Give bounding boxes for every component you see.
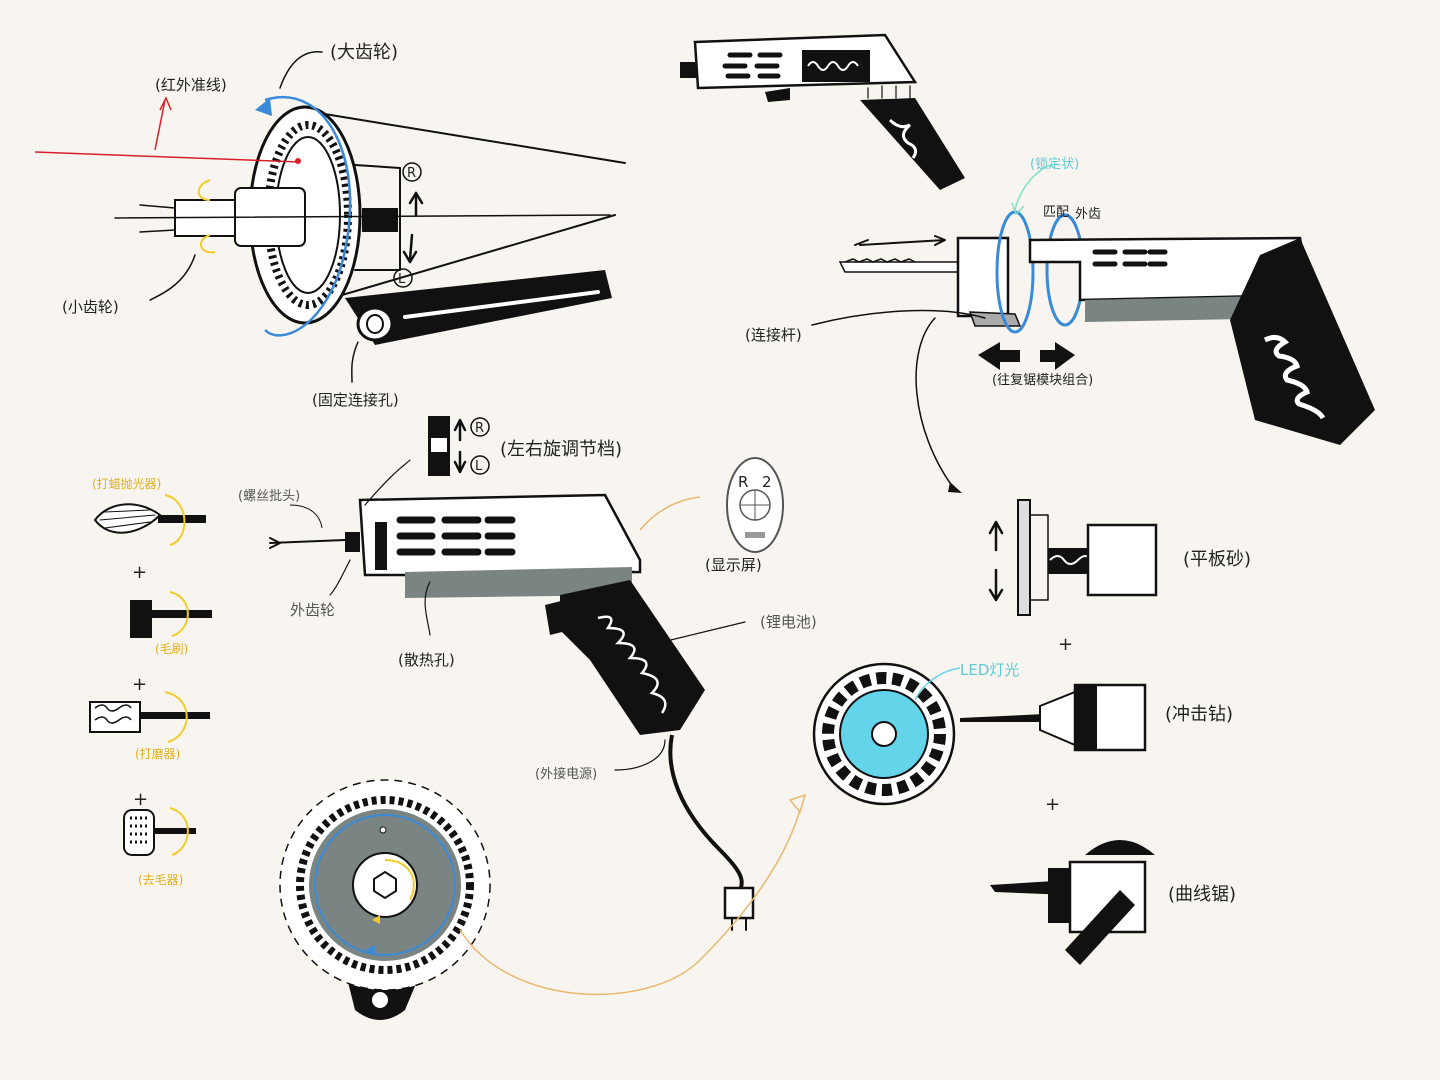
jigsaw-handle <box>1065 890 1135 965</box>
label-lock: (锁定状) <box>1030 156 1079 172</box>
jigsaw-module <box>990 840 1155 965</box>
main-drill-drawing: R L <box>269 416 755 931</box>
label-module-combo: (往复锯模块组合) <box>992 373 1093 388</box>
label-led: LED灯光 <box>960 661 1019 679</box>
label-impact-drill: (冲击钻) <box>1165 704 1233 725</box>
polisher-head <box>93 503 162 534</box>
deburr-head <box>123 809 155 856</box>
gear-switch-slider <box>362 208 398 232</box>
label-link-rod: (连接杆) <box>745 326 802 344</box>
label-jigsaw: (曲线锯) <box>1168 884 1236 905</box>
orange-link-arrow <box>459 809 801 996</box>
power-plug <box>723 886 755 920</box>
sander-head <box>89 701 141 733</box>
label-big-gear: (大齿轮) <box>330 42 398 63</box>
display-R: R <box>738 473 748 491</box>
label-outer-gear-small: 外齿 <box>1075 207 1101 222</box>
label-polisher: (打蜡抛光器) <box>92 476 161 491</box>
label-heat-vent: (散热孔) <box>398 651 455 669</box>
impact-drill-module <box>960 683 1147 752</box>
mini-tool-drawing <box>680 33 965 190</box>
plus-right-2: + <box>1045 794 1060 815</box>
fixed-hole-ring <box>356 306 394 342</box>
plus-left-2: + <box>132 674 147 695</box>
label-infrared: (红外准线) <box>155 76 227 94</box>
label-battery: (锂电池) <box>760 613 817 631</box>
label-screw-head: (螺丝批头) <box>238 489 300 504</box>
label-fixed-hole: (固定连接孔) <box>312 391 399 409</box>
brush-head <box>130 600 152 638</box>
label-match: 匹配 <box>1043 205 1069 220</box>
label-flat-sander: (平板砂) <box>1183 549 1251 570</box>
big-gear-rotation-arc <box>264 96 352 337</box>
label-display: (显示屏) <box>705 556 762 574</box>
gear-L-label: L <box>398 272 406 287</box>
led-ring-drawing <box>812 662 961 806</box>
saw-assembly-drawing <box>811 163 1375 493</box>
gear-cross-section <box>279 779 491 1020</box>
display-screen: R 2 <box>726 457 784 553</box>
flat-sander-module <box>988 499 1158 616</box>
drill-L-label: L <box>475 459 483 474</box>
label-outer-gear: 外齿轮 <box>290 601 335 619</box>
accessories-column <box>89 494 212 856</box>
display-2: 2 <box>762 473 772 491</box>
gear-R-label: R <box>407 166 416 181</box>
drill-R-label: R <box>475 421 484 436</box>
label-sander-head: (打磨器) <box>135 747 180 761</box>
label-rotate-switch: (左右旋调节档) <box>500 439 622 460</box>
label-brush: (毛刷) <box>155 642 188 656</box>
label-ext-power: (外接电源) <box>535 766 597 782</box>
label-small-gear: (小齿轮) <box>62 298 119 316</box>
plus-left-1: + <box>132 562 147 583</box>
plus-left-3: + <box>133 789 148 810</box>
label-deburr: (去毛器) <box>138 873 183 887</box>
plus-right-1: + <box>1058 634 1073 655</box>
gear-module-drawing: R L <box>34 51 626 383</box>
saw-handle <box>1230 238 1375 445</box>
infrared-line <box>34 151 301 163</box>
